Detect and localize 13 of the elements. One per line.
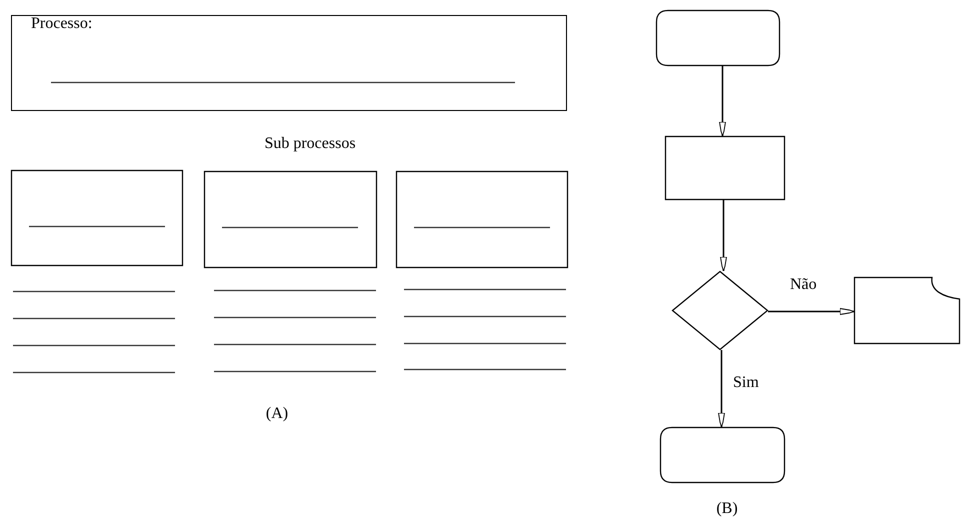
terminal-shape [656, 10, 780, 66]
process-box [204, 171, 377, 268]
figure-label: (A) [266, 406, 288, 422]
process-box [11, 15, 567, 111]
process-box [665, 136, 785, 200]
card-shape [854, 277, 960, 344]
process-heading: Processo: [31, 16, 92, 32]
section-heading: Sub processos [264, 136, 356, 152]
figure-label: (B) [716, 501, 738, 517]
terminal-shape [660, 427, 785, 483]
decision-diamond [672, 271, 768, 350]
process-box [396, 171, 568, 268]
process-box [11, 170, 183, 266]
